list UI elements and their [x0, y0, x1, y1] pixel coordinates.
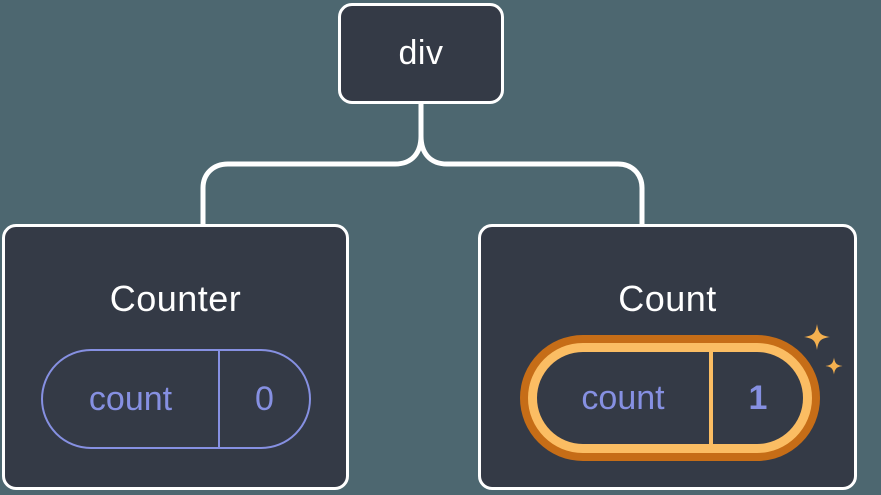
component-title-count: Count: [618, 278, 717, 319]
component-node-count: Count count 1: [478, 224, 857, 490]
root-node-label: div: [398, 34, 444, 72]
component-node-counter: Counter count 0: [2, 224, 349, 490]
state-pill-highlight-ring-inner: count 1: [528, 343, 812, 453]
connector-branch-left: [200, 104, 424, 230]
sparkle-icon-small: [825, 357, 843, 375]
state-key-label: count: [581, 378, 665, 417]
component-title-counter: Counter: [109, 278, 242, 319]
pill-divider: [709, 352, 713, 444]
state-pill-counter: count 0: [41, 349, 311, 449]
state-value-label: 0: [255, 379, 274, 418]
state-pill-count: count 1: [537, 352, 803, 444]
state-value-label: 1: [748, 378, 768, 417]
root-node: div: [338, 3, 504, 104]
state-key-label: count: [43, 351, 220, 447]
connector-branch-right: [418, 135, 645, 230]
state-pill-highlight-ring: count 1: [520, 335, 820, 461]
sparkle-icon-large: [804, 324, 830, 350]
